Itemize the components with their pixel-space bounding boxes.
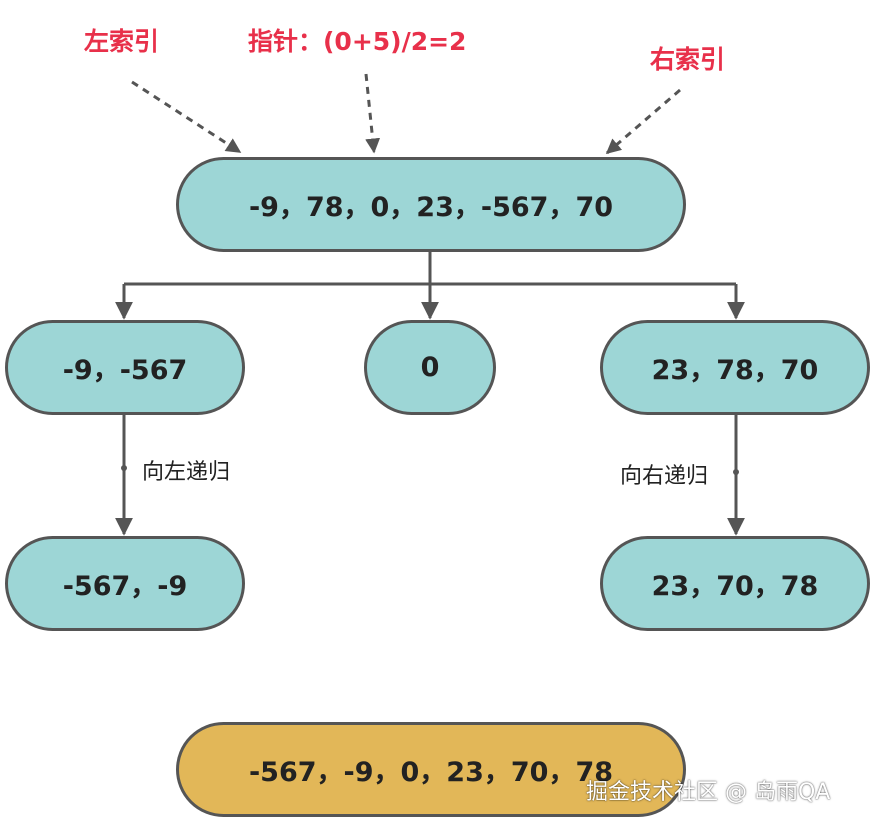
recurse-right-label: 向右递归 bbox=[620, 464, 709, 489]
left-partition-node: -9，-567 bbox=[5, 320, 245, 415]
right-sorted-node: 23，70，78 bbox=[600, 536, 870, 631]
pointer-label: 指针：(0+5)/2=2 bbox=[248, 27, 467, 56]
recurse-right-dot bbox=[733, 469, 739, 475]
result-array-node: -567，-9，0，23，70，78 bbox=[176, 722, 686, 817]
pointer-arrow bbox=[364, 73, 381, 154]
recurse-left-label: 向左递归 bbox=[142, 460, 231, 485]
root-array-node: -9，78，0，23，-567，70 bbox=[176, 157, 686, 252]
pivot-node: 0 bbox=[364, 320, 496, 415]
right-partition-node: 23，78，70 bbox=[600, 320, 870, 415]
right-index-arrow bbox=[605, 88, 681, 155]
recurse-left-dot bbox=[121, 465, 127, 471]
right-index-label: 右索引 bbox=[650, 45, 726, 74]
left-sorted-node: -567，-9 bbox=[5, 536, 245, 631]
left-index-label: 左索引 bbox=[84, 27, 160, 56]
left-index-arrow bbox=[131, 80, 242, 154]
watermark: 掘金技术社区 @ 岛雨QA bbox=[586, 780, 831, 805]
